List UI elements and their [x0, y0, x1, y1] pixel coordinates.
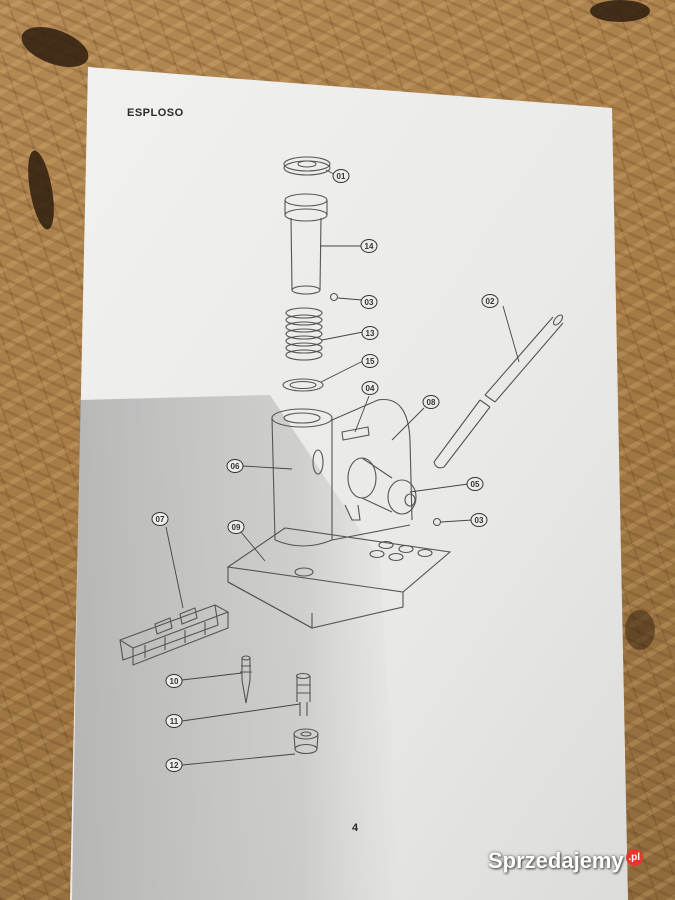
- part-03-pin: [432, 517, 442, 527]
- callout-circle: [226, 459, 244, 473]
- callout-label: 02: [486, 297, 495, 306]
- part-07-block: [119, 604, 230, 666]
- callout-label: 08: [427, 398, 436, 407]
- callout-circle: [227, 520, 245, 534]
- callout-label: 04: [366, 384, 375, 393]
- callout-label: 14: [365, 242, 374, 251]
- leader-lines: [165, 169, 520, 766]
- wood-knot: [625, 610, 655, 650]
- callout-p03b: 03: [470, 513, 488, 527]
- callout-label: 05: [471, 480, 480, 489]
- callout-p12: 12: [165, 758, 183, 772]
- callout-p05: 05: [466, 477, 484, 491]
- part-12-nut: [293, 728, 319, 755]
- callout-label: 03: [475, 516, 484, 525]
- callout-circle: [466, 477, 484, 491]
- callout-circle: [361, 326, 379, 340]
- part-02-handle: [433, 314, 564, 469]
- callout-circle: [165, 674, 183, 688]
- callout-label: 13: [366, 329, 375, 338]
- callout-circle: [470, 513, 488, 527]
- callout-label: 06: [231, 462, 240, 471]
- callout-p11: 11: [165, 714, 183, 728]
- callout-circle: [360, 295, 378, 309]
- callout-p14: 14: [360, 239, 378, 253]
- page-number: 4: [352, 822, 359, 834]
- callout-label: 09: [232, 523, 241, 532]
- callout-circle: [165, 758, 183, 772]
- callout-p01: 01: [332, 169, 350, 183]
- callout-circle: [360, 239, 378, 253]
- callout-p15: 15: [361, 354, 379, 368]
- callout-p08: 08: [422, 395, 440, 409]
- watermark-logo: Sprzedajemy.pl: [488, 848, 643, 874]
- part-09-base: [226, 527, 452, 629]
- callout-label: 15: [366, 357, 375, 366]
- callout-p02: 02: [481, 294, 499, 308]
- wood-knot: [590, 0, 650, 22]
- callout-circle: [481, 294, 499, 308]
- part-03-ball: [329, 292, 339, 302]
- callout-circle: [422, 395, 440, 409]
- part-08-bracket: [331, 398, 413, 541]
- part-11-screw: [295, 672, 311, 716]
- callout-circle: [361, 381, 379, 395]
- callout-p13: 13: [361, 326, 379, 340]
- callout-p09: 09: [227, 520, 245, 534]
- part-01-cap: [283, 156, 331, 176]
- watermark-text: Sprzedajemy: [488, 848, 624, 873]
- callout-p07: 07: [151, 512, 169, 526]
- part-14-piston: [284, 193, 328, 295]
- callout-p04: 04: [361, 381, 379, 395]
- watermark-tld: .pl: [625, 848, 643, 866]
- callout-label: 11: [170, 717, 179, 726]
- callout-p03a: 03: [360, 295, 378, 309]
- part-05-plunger: [347, 457, 417, 515]
- callout-label: 12: [170, 761, 179, 770]
- callout-label: 03: [365, 298, 374, 307]
- part-13-spring: [285, 307, 323, 361]
- callout-circle: [361, 354, 379, 368]
- part-06-cylinder: [271, 408, 333, 547]
- part-15-ring: [282, 378, 324, 392]
- part-04-key: [341, 426, 370, 441]
- callout-label: 01: [337, 172, 346, 181]
- page-heading: ESPLOSO: [127, 107, 184, 119]
- callout-label: 07: [156, 515, 165, 524]
- callout-circle: [165, 714, 183, 728]
- callout-p06: 06: [226, 459, 244, 473]
- callout-circle: [332, 169, 350, 183]
- callout-p10: 10: [165, 674, 183, 688]
- callout-label: 10: [170, 677, 179, 686]
- part-10-needle: [240, 655, 252, 704]
- callout-circle: [151, 512, 169, 526]
